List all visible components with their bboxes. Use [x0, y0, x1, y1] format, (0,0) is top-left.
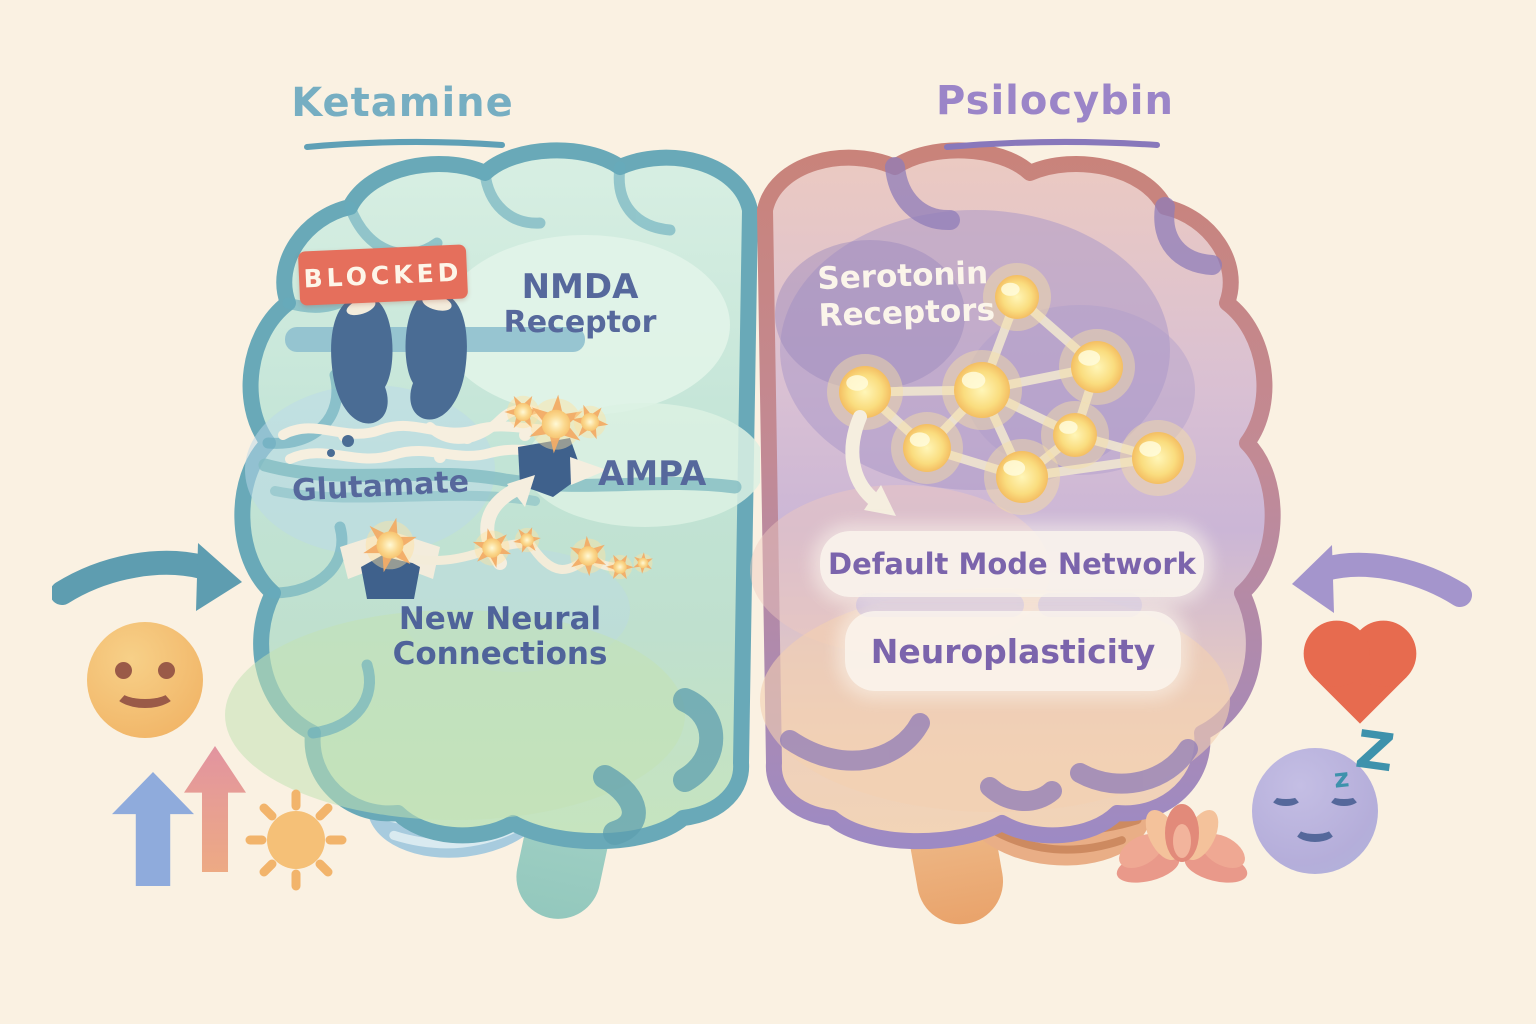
blocked-banner: BLOCKED — [297, 244, 469, 306]
ampa-label: AMPA — [598, 454, 707, 494]
serotonin-receptors-label: Serotonin Receptors — [816, 255, 996, 334]
curved-arrow-into-left-brain-icon — [52, 543, 242, 611]
moon-smile — [1293, 816, 1337, 842]
moon-closed-eye — [1270, 788, 1302, 806]
smiley-eye — [115, 662, 132, 679]
smiley-face-icon — [87, 622, 203, 738]
sleep-z-icon: Z — [1352, 719, 1398, 785]
ketamine-title: Ketamine — [291, 80, 514, 126]
sleeping-moon-icon — [1252, 748, 1378, 874]
blocked-banner-label: BLOCKED — [302, 257, 464, 293]
nmda-receptor-label: NMDA Receptor — [503, 267, 657, 341]
sun-icon — [245, 789, 347, 891]
ketamine-brain-illustration — [225, 142, 760, 919]
ketamine-underline — [304, 138, 505, 150]
psilocybin-underline — [944, 138, 1160, 150]
left-inner-folds — [593, 688, 724, 845]
right-gyri-lines — [780, 157, 1222, 812]
new-neural-connections-label: New Neural Connections — [392, 601, 608, 672]
nmda-receptor-blockers — [327, 291, 467, 457]
blue-up-arrow-icon — [112, 772, 194, 886]
dmn-arrow-icon — [845, 410, 896, 516]
serotonin-network — [827, 263, 1196, 515]
moon-closed-eye — [1328, 788, 1360, 806]
default-mode-network-label: Default Mode Network — [828, 547, 1196, 581]
new-neuron-sparks — [363, 394, 653, 580]
smiley-eye — [158, 662, 175, 679]
heart-icon — [1313, 630, 1407, 724]
sleep-z-icon: z — [1332, 763, 1351, 795]
psilocybin-title: Psilocybin — [936, 78, 1174, 124]
curved-arrow-into-right-brain-icon — [1292, 545, 1472, 613]
ampa-receptor — [518, 438, 607, 497]
default-mode-network-banner: Default Mode Network — [820, 531, 1204, 597]
smiley-mouth — [113, 674, 177, 708]
neuroplasticity-label: Neuroplasticity — [870, 631, 1156, 671]
neuroplasticity-banner: Neuroplasticity — [845, 611, 1181, 691]
lotus-flower-icon — [1116, 804, 1248, 883]
